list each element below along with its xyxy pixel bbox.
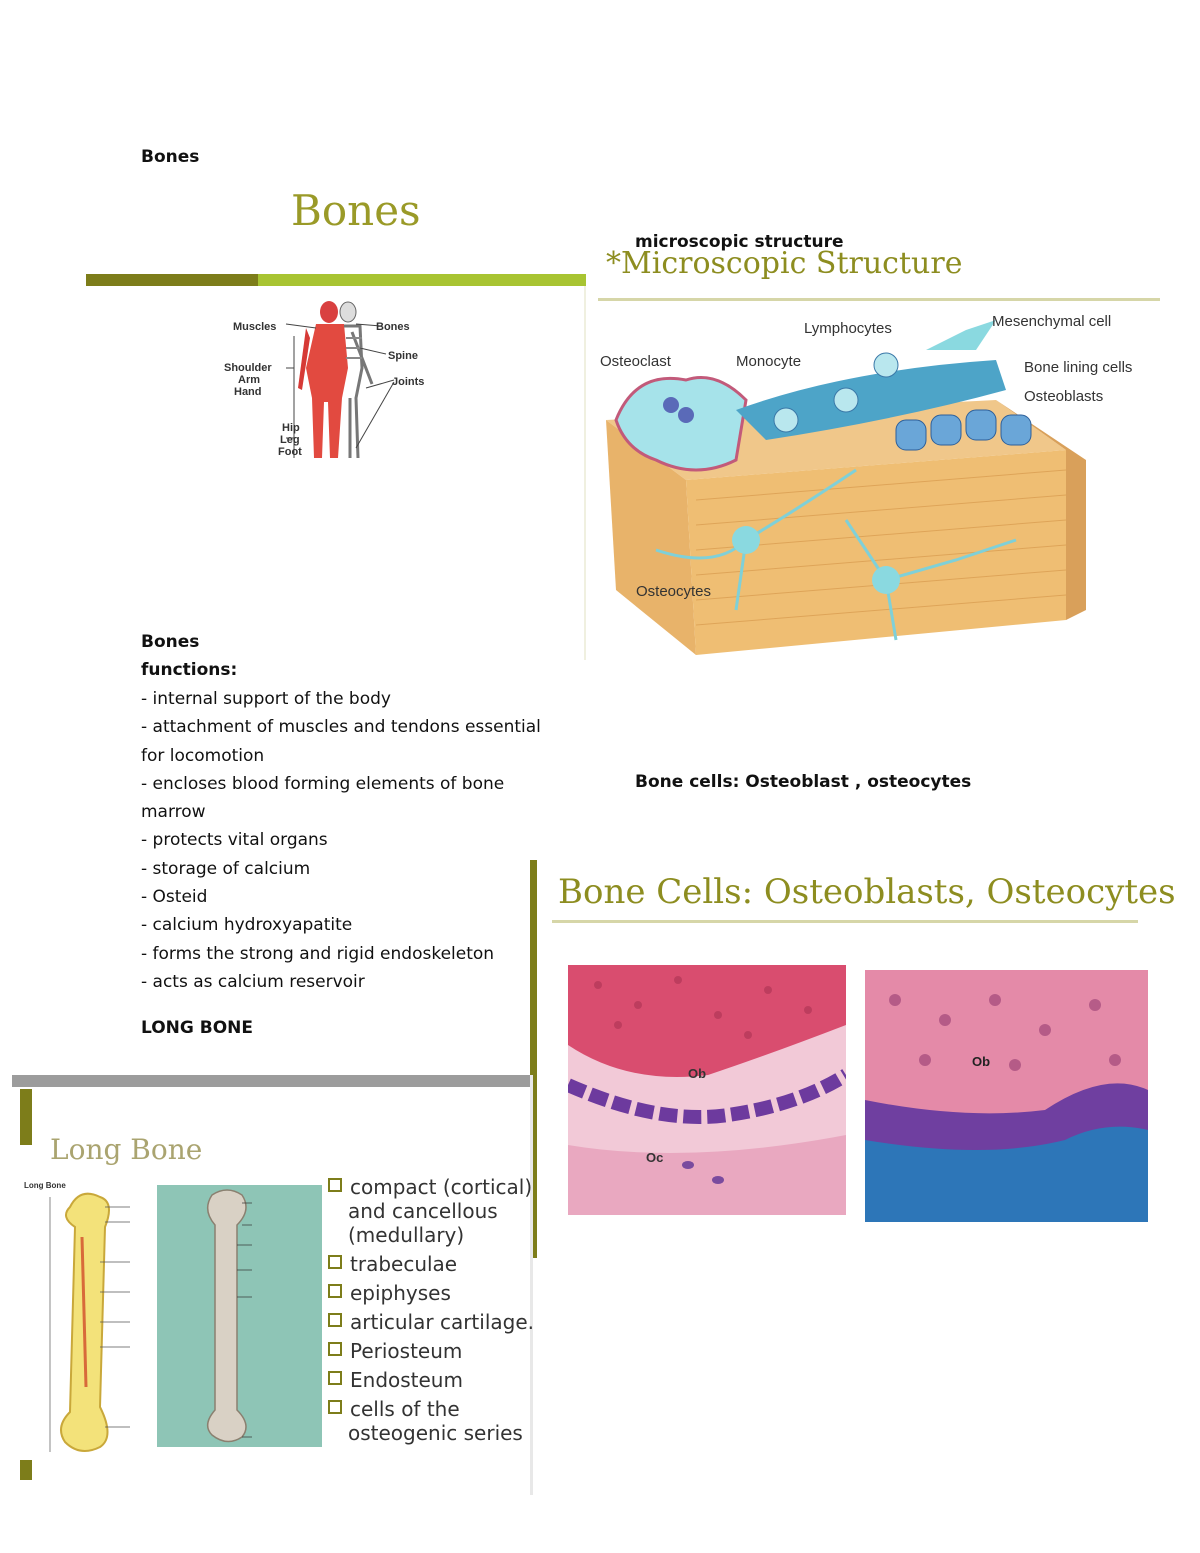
bullet-icon xyxy=(328,1313,342,1327)
label-osteocytes: Osteocytes xyxy=(636,583,712,600)
title-rule-light xyxy=(258,274,586,286)
label-muscles: Muscles xyxy=(233,321,277,333)
title-rule xyxy=(598,298,1160,301)
list-item: Endosteum xyxy=(328,1368,538,1392)
bullet-icon xyxy=(328,1342,342,1356)
bullet-icon xyxy=(328,1255,342,1269)
list-item: cells of the xyxy=(328,1397,538,1421)
slide-title: Long Bone xyxy=(50,1133,203,1166)
long-bone-panel xyxy=(157,1185,322,1447)
slide-long-bone: Long Bone Long Bone compact (cortical) a… xyxy=(12,1075,570,1495)
slide-title: Bone Cells: Osteoblasts, Osteocytes xyxy=(558,872,1176,912)
list-item: - storage of calcium xyxy=(141,858,311,879)
list-item-continued: and cancellous xyxy=(348,1199,498,1223)
list-item: articular cartilage. xyxy=(328,1310,538,1334)
list-item: compact (cortical) xyxy=(328,1175,538,1199)
label-lymphocytes: Lymphocytes xyxy=(804,320,892,337)
list-item: - protects vital organs xyxy=(141,830,328,851)
caption-bone-cells: Bone cells: Osteoblast , osteocytes xyxy=(635,772,972,792)
list-item: epiphyses xyxy=(328,1281,538,1305)
list-item-continued: osteogenic series xyxy=(348,1421,523,1445)
slide-bones: Bones Muscles Bones Spine Shoulder Arm H… xyxy=(86,180,586,660)
slide-edge xyxy=(584,286,586,660)
muscle-skeleton-figure xyxy=(285,301,395,459)
label-leg: Leg xyxy=(280,434,300,446)
micrograph-osteoblasts-left xyxy=(568,965,846,1215)
label-foot: Foot xyxy=(278,446,302,458)
functions-heading: functions: xyxy=(141,660,238,680)
label-bones: Bones xyxy=(376,321,410,333)
title-rule xyxy=(552,920,1138,923)
list-item: - forms the strong and rigid endoskeleto… xyxy=(141,943,495,964)
label-hand: Hand xyxy=(234,386,262,398)
slide-side-rule xyxy=(530,860,537,1258)
label-bone-lining: Bone lining cells xyxy=(1024,359,1133,376)
label-spine: Spine xyxy=(388,350,418,362)
label-osteoclast: Osteoclast xyxy=(600,353,671,370)
slide-microscopic: *Microscopic Structure xyxy=(586,228,1186,668)
list-item: marrow xyxy=(141,802,206,823)
slide-bone-cells: Bone Cells: Osteoblasts, Osteocytes Ob O… xyxy=(530,860,1176,1260)
bone-block-illustration xyxy=(606,320,1086,655)
label-joints: Joints xyxy=(392,376,425,388)
functions-list: - internal support of the body - attachm… xyxy=(141,685,541,996)
label-osteoblasts: Osteoblasts xyxy=(1024,388,1104,405)
list-item: - encloses blood forming elements of bon… xyxy=(141,773,505,794)
functions-heading-bones: Bones xyxy=(141,632,200,652)
slide-top-rule xyxy=(12,1075,532,1087)
bullet-icon xyxy=(328,1178,342,1192)
label-hip: Hip xyxy=(282,422,300,434)
label-ob-right: Ob xyxy=(972,1054,991,1069)
heading-long-bone: LONG BONE xyxy=(141,1018,254,1038)
page-heading-bones: Bones xyxy=(141,147,200,167)
label-shoulder: Shoulder xyxy=(224,362,272,374)
slide-title: Bones xyxy=(291,186,421,235)
title-rule-dark xyxy=(86,274,258,286)
label-oc: Oc xyxy=(646,1150,664,1165)
bullet-icon xyxy=(328,1400,342,1414)
list-item: - acts as calcium reservoir xyxy=(141,971,365,992)
label-mesenchymal: Mesenchymal cell xyxy=(992,313,1112,330)
slide-edge xyxy=(530,1075,533,1495)
list-item: for locomotion xyxy=(141,745,265,766)
list-item: - attachment of muscles and tendons esse… xyxy=(141,717,541,738)
long-bone-figure xyxy=(49,1192,130,1452)
caption-microscopic: microscopic structure xyxy=(635,232,844,252)
list-item-continued: (medullary) xyxy=(348,1223,465,1247)
list-item: - internal support of the body xyxy=(141,689,391,709)
list-item: - calcium hydroxyapatite xyxy=(141,915,353,936)
label-monocyte: Monocyte xyxy=(736,353,802,370)
slide-side-rule-top xyxy=(20,1089,32,1145)
list-item: - Osteid xyxy=(141,887,208,908)
label-ob-left: Ob xyxy=(688,1066,707,1081)
slide-side-rule-bottom xyxy=(20,1460,32,1480)
bullet-icon xyxy=(328,1284,342,1298)
label-arm: Arm xyxy=(238,374,261,386)
micrograph-osteoblasts-right xyxy=(865,970,1148,1222)
list-item: trabeculae xyxy=(328,1252,538,1276)
bullet-icon xyxy=(328,1371,342,1385)
slide-title: *Microscopic Structure xyxy=(606,246,963,281)
list-item: Periosteum xyxy=(328,1339,538,1363)
long-bone-bullets: compact (cortical) and cancellous (medul… xyxy=(328,1175,538,1445)
figure-title: Long Bone xyxy=(24,1181,66,1190)
